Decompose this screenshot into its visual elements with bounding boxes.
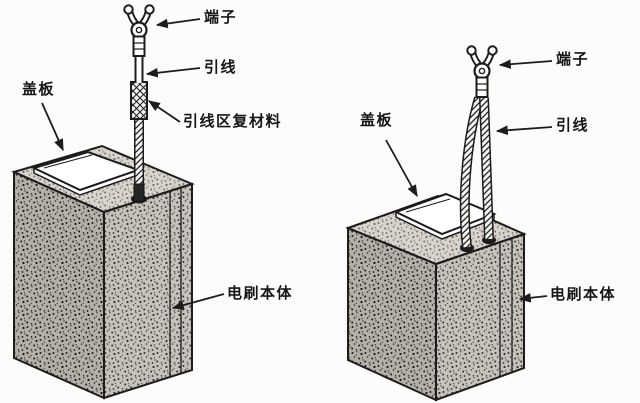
arrow-left-terminal xyxy=(155,18,201,29)
label-right-lead: 引线 xyxy=(556,117,590,134)
arrow-right-cover-plate xyxy=(385,139,418,198)
annotation-arrows xyxy=(41,18,553,310)
arrow-left-body xyxy=(171,293,225,310)
arrow-left-cover-plate xyxy=(41,102,64,152)
label-right-cover-plate: 盖板 xyxy=(360,112,394,129)
label-right-body: 电刷本体 xyxy=(550,286,617,303)
left-terminal xyxy=(124,5,153,56)
left-cover-plate xyxy=(31,150,142,196)
right-terminal xyxy=(467,46,496,97)
arrow-left-lead xyxy=(145,67,201,78)
label-left-cover-plate: 盖板 xyxy=(22,81,56,98)
arrow-left-lead-cover xyxy=(148,100,181,123)
label-left-lead: 引线 xyxy=(204,59,238,76)
arrow-right-terminal xyxy=(498,59,553,69)
label-left-body: 电刷本体 xyxy=(227,285,294,302)
right-brush xyxy=(345,46,527,402)
left-brush xyxy=(11,5,195,400)
label-left-lead-cover: 引线区复材料 xyxy=(183,113,283,130)
arrow-right-body xyxy=(518,293,548,303)
wire-ferrule xyxy=(133,183,145,202)
arrow-right-lead xyxy=(495,125,553,136)
label-left-terminal: 端子 xyxy=(204,9,238,26)
left-brush-body xyxy=(11,144,195,400)
left-lead-wire xyxy=(130,55,148,204)
right-lead-wires xyxy=(459,96,496,253)
label-right-terminal: 端子 xyxy=(556,51,590,68)
lead-cover-band xyxy=(130,81,148,120)
